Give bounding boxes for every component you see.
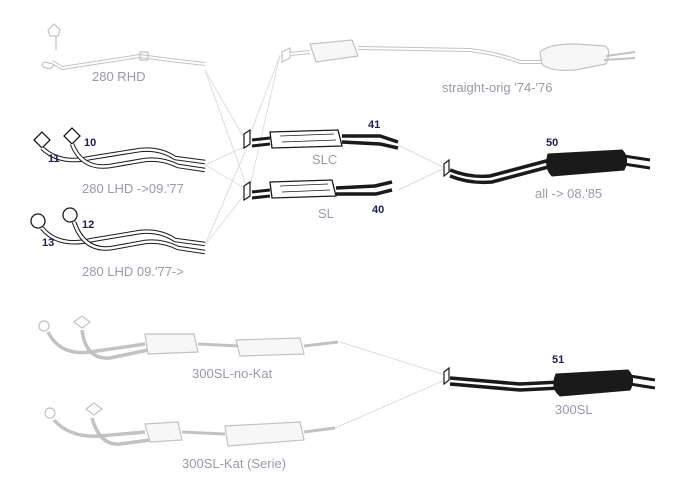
muffler-rear-all-icon xyxy=(443,149,651,185)
pipe-300sl-nokat-icon xyxy=(38,315,339,360)
label-sl: SL xyxy=(318,206,334,221)
label-slc: SLC xyxy=(312,152,337,167)
part-300sl-nokat[interactable]: 300SL-no-Kat xyxy=(38,315,339,381)
part-number-41: 41 xyxy=(368,119,380,131)
label-300sl-rear: 300SL xyxy=(555,402,593,417)
part-300sl-kat[interactable]: 300SL-Kat (Serie) xyxy=(44,402,336,471)
pipe-280-lhd-pre77-icon xyxy=(33,127,206,173)
label-300sl-nokat: 300SL-no-Kat xyxy=(192,366,273,381)
pipe-300sl-kat-icon xyxy=(44,402,336,447)
muffler-300sl-rear-icon xyxy=(443,366,656,397)
part-number-11: 11 xyxy=(48,153,60,165)
label-rear-all: all -> 08.'85 xyxy=(535,186,602,201)
label-280-lhd-post77: 280 LHD 09.'77-> xyxy=(82,264,184,279)
part-straight-orig[interactable]: straight-orig '74-'76 xyxy=(281,39,636,95)
part-sl[interactable]: 40 SL xyxy=(243,179,393,221)
part-280-rhd[interactable]: 280 RHD xyxy=(41,23,206,84)
part-number-40: 40 xyxy=(372,204,384,216)
pipe-slc-icon xyxy=(243,128,399,150)
label-280-rhd: 280 RHD xyxy=(92,69,145,84)
label-straight-orig: straight-orig '74-'76 xyxy=(442,80,552,95)
part-number-13: 13 xyxy=(42,237,54,249)
part-number-10: 10 xyxy=(84,137,96,149)
pipe-sl-icon xyxy=(243,179,393,202)
pipe-280-rhd-icon xyxy=(41,23,206,71)
label-300sl-kat: 300SL-Kat (Serie) xyxy=(182,456,286,471)
pipe-280-lhd-post77-icon xyxy=(30,207,206,255)
part-slc[interactable]: 41 SLC xyxy=(243,119,399,167)
part-280-lhd-post77[interactable]: 12 13 280 LHD 09.'77-> xyxy=(30,207,206,279)
part-280-lhd-pre77[interactable]: 10 11 280 LHD ->09.'77 xyxy=(33,127,206,196)
label-280-lhd-pre77: 280 LHD ->09.'77 xyxy=(82,181,184,196)
part-rear-all[interactable]: 50 all -> 08.'85 xyxy=(443,137,651,201)
part-number-50: 50 xyxy=(546,137,558,149)
part-number-51: 51 xyxy=(552,354,564,366)
connector-lines xyxy=(204,54,446,429)
part-number-12: 12 xyxy=(82,219,94,231)
pipe-straight-orig-icon xyxy=(281,39,636,71)
part-300sl-rear[interactable]: 51 300SL xyxy=(443,354,656,417)
